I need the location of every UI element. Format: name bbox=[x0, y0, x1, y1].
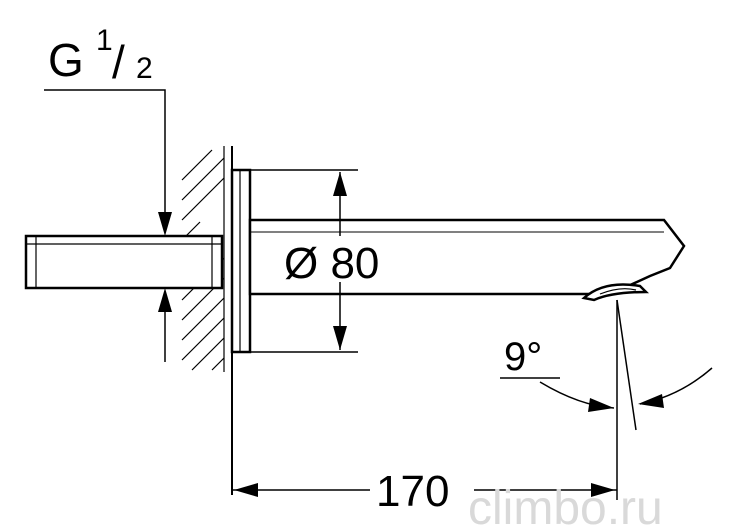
angle-arrow-left bbox=[588, 398, 614, 412]
diameter-label-bg bbox=[282, 236, 394, 282]
thread-arrow-top bbox=[158, 212, 172, 236]
length-arrow-left bbox=[234, 483, 258, 497]
thread-denominator: 2 bbox=[136, 52, 153, 85]
angle-label: 9° bbox=[504, 335, 542, 379]
length-arrow-right bbox=[591, 483, 615, 497]
aerator-detail bbox=[599, 288, 637, 295]
diameter-label: Ø 80 bbox=[284, 239, 379, 288]
watermark: climbo.ru bbox=[468, 482, 663, 530]
thread-leader-line bbox=[44, 89, 166, 232]
thread-slash: / bbox=[112, 36, 125, 88]
spout-angle-line bbox=[616, 299, 637, 431]
angle-arc-right bbox=[639, 367, 713, 405]
angle-arrow-right bbox=[638, 394, 664, 408]
spout-aerator bbox=[581, 283, 650, 302]
thread-prefix: G bbox=[48, 34, 84, 86]
thread-arrow-bottom bbox=[158, 288, 172, 312]
length-label: 170 bbox=[376, 467, 449, 516]
rosette-plate bbox=[230, 168, 252, 354]
thread-size-label: G 1 / 2 bbox=[48, 24, 153, 88]
thread-numerator: 1 bbox=[96, 24, 113, 57]
diameter-arrow-top bbox=[333, 172, 347, 196]
diameter-arrow-bottom bbox=[333, 326, 347, 350]
threaded-pipe bbox=[24, 234, 224, 290]
length-label-bg bbox=[370, 464, 474, 514]
